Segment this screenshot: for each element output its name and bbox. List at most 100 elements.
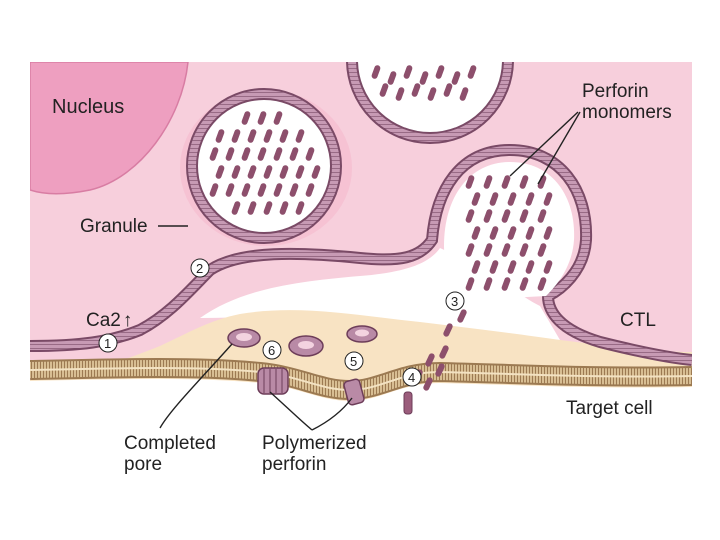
step-1-text: 1	[104, 336, 111, 351]
perforin-monomer	[263, 165, 273, 179]
perforin-monomer	[273, 147, 283, 161]
step-5-text: 5	[350, 354, 357, 369]
perforin-monomer	[443, 323, 453, 337]
perforin-monomer	[451, 71, 461, 85]
perforin-monomer	[247, 165, 257, 179]
perforin-monomer	[537, 277, 547, 291]
perforin-monomer	[471, 260, 481, 274]
ctl-label: CTL	[620, 310, 656, 331]
perforin-monomer	[443, 83, 453, 97]
perforin-monomer	[489, 260, 499, 274]
perforin-monomer	[483, 209, 493, 223]
perforin-monomer	[457, 309, 467, 323]
perforin-monomer	[241, 147, 251, 161]
perforin-monomer	[295, 129, 305, 143]
step-4-text: 4	[408, 370, 415, 385]
step-markers: 1 2 3 4 5 6	[98, 258, 465, 387]
perforin-monomer	[459, 87, 469, 101]
perforin-monomer	[525, 226, 535, 240]
perforin-monomers-label-2: monomers	[582, 102, 672, 123]
calcium-label: Ca2↑	[86, 310, 132, 331]
perforin-monomer	[257, 147, 267, 161]
perforin-monomer	[279, 129, 289, 143]
nucleus-label: Nucleus	[52, 96, 124, 118]
target-cell-label: Target cell	[566, 398, 653, 419]
perforin-monomer	[465, 277, 475, 291]
perforin-monomer	[427, 87, 437, 101]
ctl-membrane	[30, 143, 692, 366]
perforin-monomer	[525, 192, 535, 206]
perforin-monomer	[489, 192, 499, 206]
perforin-monomer	[209, 147, 219, 161]
perforin-monomer	[257, 183, 267, 197]
perforin-monomer	[215, 165, 225, 179]
perforin-monomer	[279, 201, 289, 215]
perforin-monomer	[371, 65, 381, 79]
perforin-monomer	[411, 83, 421, 97]
calcium-text: Ca2	[86, 310, 121, 331]
step-3: 3	[445, 291, 465, 311]
perforin-monomers	[209, 65, 553, 391]
step-4: 4	[402, 367, 422, 387]
perforin-monomer	[501, 277, 511, 291]
perforin-monomer	[435, 363, 445, 377]
perforin-monomer	[273, 183, 283, 197]
perforin-monomer	[241, 111, 251, 125]
perforin-monomer	[231, 165, 241, 179]
perforin-monomer	[467, 65, 477, 79]
perforin-monomer	[543, 260, 553, 274]
perforin-monomer	[537, 175, 547, 189]
perforin-monomer	[519, 277, 529, 291]
perforin-monomer	[231, 129, 241, 143]
step-6: 6	[262, 340, 282, 360]
perforin-monomer	[379, 83, 389, 97]
perforin-monomer	[435, 65, 445, 79]
perforin-monomer	[247, 201, 257, 215]
perforin-monomer	[537, 209, 547, 223]
perforin-monomer	[305, 147, 315, 161]
perforin-monomer	[423, 377, 433, 391]
perforin-monomer	[465, 209, 475, 223]
perforin-monomer	[507, 260, 517, 274]
step-5: 5	[344, 351, 364, 371]
perforin-monomer	[425, 353, 435, 367]
step-6-text: 6	[268, 343, 275, 358]
perforin-monomer	[501, 209, 511, 223]
perforin-monomer	[257, 111, 267, 125]
step-2-text: 2	[196, 261, 203, 276]
perforin-monomer	[387, 71, 397, 85]
perforin-monomer	[215, 129, 225, 143]
completed-pore-label-2: pore	[124, 454, 162, 475]
perforin-monomer	[311, 165, 321, 179]
perforin-monomer	[525, 260, 535, 274]
perforin-monomer	[231, 201, 241, 215]
target-cell-interior	[30, 379, 692, 420]
perforin-monomer	[295, 165, 305, 179]
completed-pore-label: Completed	[124, 433, 216, 454]
perforin-monomers-label: Perforin	[582, 81, 649, 102]
perforin-monomer	[543, 226, 553, 240]
perforin-monomer	[519, 243, 529, 257]
perforin-monomer	[241, 183, 251, 197]
perforin-monomer	[289, 183, 299, 197]
step-3-text: 3	[451, 294, 458, 309]
perforin-monomer	[465, 243, 475, 257]
perforin-monomer	[483, 277, 493, 291]
perforin-monomer	[471, 226, 481, 240]
step-2: 2	[190, 258, 210, 278]
perforin-monomer	[225, 183, 235, 197]
perforin-monomer	[489, 226, 499, 240]
perforin-monomer	[395, 87, 405, 101]
perforin-monomer	[501, 175, 511, 189]
perforin-monomer	[501, 243, 511, 257]
perforin-monomer	[483, 243, 493, 257]
polymerized-perforin-label-2: perforin	[262, 454, 326, 475]
perforin-monomer	[225, 147, 235, 161]
perforin-monomer	[263, 201, 273, 215]
polymerized-perforin-label: Polymerized	[262, 433, 367, 454]
perforin-monomer	[247, 129, 257, 143]
perforin-monomer	[209, 183, 219, 197]
perforin-monomer	[403, 65, 413, 79]
perforin-monomer	[419, 71, 429, 85]
